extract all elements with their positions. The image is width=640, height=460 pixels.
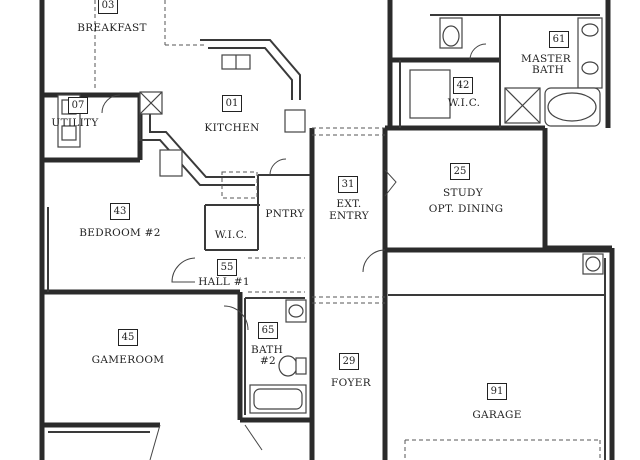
hall1-room-number: 55 bbox=[217, 259, 237, 276]
bath2-room-number: 65 bbox=[258, 322, 278, 339]
door-swings bbox=[149, 43, 487, 460]
ext-entry-name-line1: EXT. bbox=[336, 198, 362, 210]
bath2-name-line1: BATH bbox=[250, 344, 284, 356]
kitchen-counter bbox=[139, 39, 306, 199]
kitchen-room-name: KITCHEN bbox=[204, 122, 260, 134]
foyer-room-number: 29 bbox=[339, 353, 359, 370]
garage-room-number: 91 bbox=[487, 383, 507, 400]
master-bath-name-line1: MASTER bbox=[521, 53, 571, 65]
gameroom-name: GAMEROOM bbox=[91, 354, 165, 366]
master-bath-fixtures bbox=[409, 17, 603, 127]
gameroom-room-number: 45 bbox=[118, 329, 138, 346]
ext-entry-room-number: 31 bbox=[338, 176, 358, 193]
interior-walls bbox=[47, 14, 606, 460]
master-bath-room-number: 61 bbox=[549, 31, 569, 48]
breakfast-room-number: 03 bbox=[98, 0, 118, 14]
wic-master-name: W.I.C. bbox=[447, 97, 481, 109]
utility-room-number: 07 bbox=[68, 97, 88, 114]
bath2-fixtures bbox=[249, 299, 307, 414]
pantry-name: PNTRY bbox=[265, 208, 305, 220]
bedroom2-room-number: 43 bbox=[110, 203, 130, 220]
foyer-name: FOYER bbox=[331, 377, 371, 389]
garage-name: GARAGE bbox=[472, 409, 522, 421]
garage-fixtures bbox=[582, 253, 604, 275]
dashed-lines bbox=[94, 0, 601, 460]
bath2-name-line2: #2 bbox=[259, 355, 277, 367]
master-bath-name-line2: BATH bbox=[531, 64, 565, 76]
breakfast-room-name: BREAKFAST bbox=[77, 22, 147, 34]
bedroom2-room-name: BEDROOM #2 bbox=[79, 227, 161, 239]
wic-small-name: W.I.C. bbox=[214, 229, 248, 241]
hall1-name: HALL #1 bbox=[198, 276, 250, 288]
ext-entry-name-line2: ENTRY bbox=[329, 210, 369, 222]
wic-master-room-number: 42 bbox=[453, 77, 473, 94]
utility-room-name: UTILITY bbox=[51, 117, 99, 129]
study-room-number: 25 bbox=[450, 163, 470, 180]
kitchen-room-number: 01 bbox=[222, 95, 242, 112]
study-name-line2: OPT. DINING bbox=[428, 203, 504, 215]
study-name-line1: STUDY bbox=[443, 187, 483, 199]
exterior-walls bbox=[39, 0, 615, 460]
kitchen-stove bbox=[159, 149, 183, 177]
kitchen-island-box bbox=[284, 109, 306, 133]
